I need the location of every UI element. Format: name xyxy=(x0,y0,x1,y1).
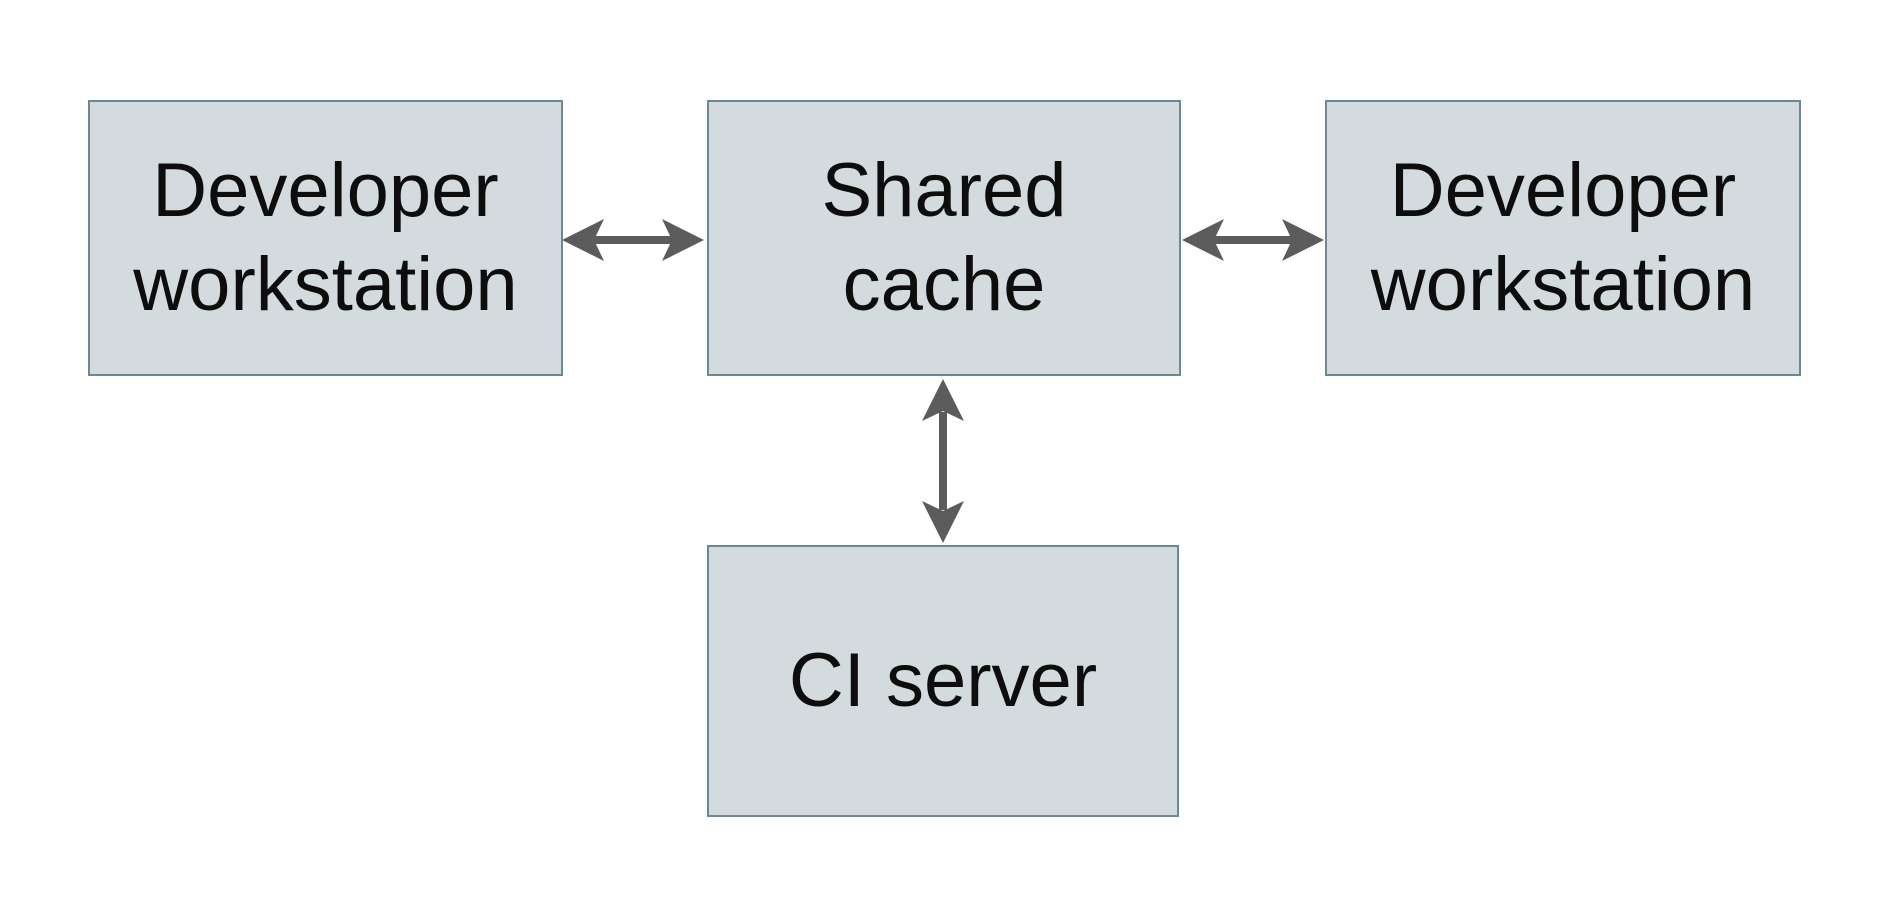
node-label-developer-workstation-right: Developer workstation xyxy=(1370,148,1756,327)
node-shared-cache: Shared cache xyxy=(707,100,1181,376)
node-label-shared-cache: Shared cache xyxy=(821,148,1067,327)
node-label-developer-workstation-left: Developer workstation xyxy=(133,148,518,327)
node-ci-server: CI server xyxy=(707,545,1179,817)
bidirectional-arrow-shared-cache-to-workstation-right xyxy=(1182,219,1324,261)
node-label-ci-server: CI server xyxy=(788,638,1098,723)
bidirectional-arrow-shared-cache-to-ci-server xyxy=(922,379,964,543)
bidirectional-arrow-workstation-left-to-shared-cache xyxy=(562,219,704,261)
node-developer-workstation-right: Developer workstation xyxy=(1325,100,1801,376)
node-developer-workstation-left: Developer workstation xyxy=(88,100,563,376)
